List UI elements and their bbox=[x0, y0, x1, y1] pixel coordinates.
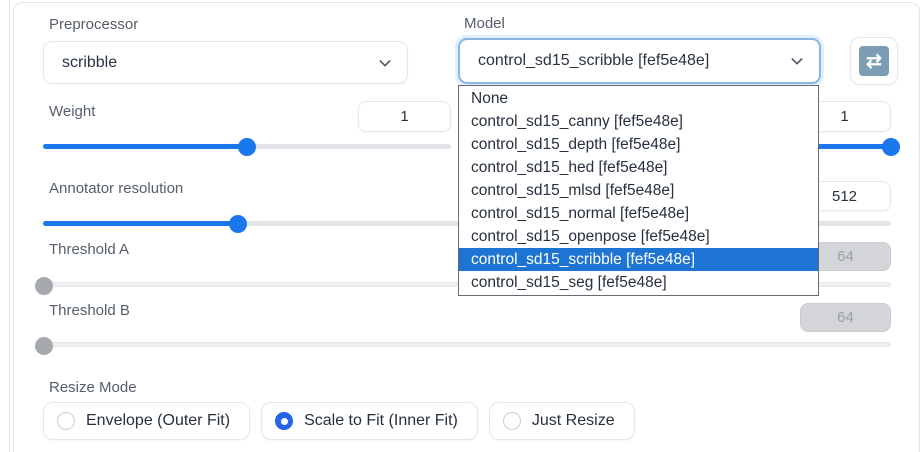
resize-mode-option-scale-to-fit[interactable]: Scale to Fit (Inner Fit) bbox=[261, 402, 478, 440]
refresh-icon: ⇄ bbox=[859, 46, 889, 76]
model-label: Model bbox=[464, 15, 505, 32]
resize-mode-options: Envelope (Outer Fit) Scale to Fit (Inner… bbox=[43, 402, 635, 440]
model-option-openpose[interactable]: control_sd15_openpose [fef5e48e] bbox=[471, 228, 710, 245]
model-option-seg[interactable]: control_sd15_seg [fef5e48e] bbox=[471, 274, 667, 291]
resize-mode-label: Resize Mode bbox=[49, 379, 137, 396]
controlnet-panel: Preprocessor scribble Model control_sd15… bbox=[13, 2, 920, 452]
radio-unchecked-icon bbox=[57, 412, 75, 430]
preprocessor-dropdown[interactable]: scribble bbox=[43, 41, 408, 84]
annotator-resolution-label: Annotator resolution bbox=[49, 180, 184, 197]
chevron-down-icon bbox=[791, 58, 803, 65]
weight-label: Weight bbox=[49, 103, 96, 120]
resize-mode-option-label: Envelope (Outer Fit) bbox=[86, 412, 231, 429]
weight-slider-handle[interactable] bbox=[238, 137, 256, 156]
model-option-mlsd[interactable]: control_sd15_mlsd [fef5e48e] bbox=[471, 182, 675, 199]
threshold-a-label: Threshold A bbox=[49, 241, 130, 258]
threshold-a-slider-handle bbox=[35, 276, 53, 295]
preprocessor-value: scribble bbox=[62, 53, 118, 71]
threshold-b-slider bbox=[35, 335, 891, 355]
model-options-menu: None control_sd15_canny [fef5e48e] contr… bbox=[458, 85, 819, 296]
threshold-b-slider-track bbox=[35, 336, 891, 355]
weight-value-input[interactable] bbox=[358, 101, 451, 132]
refresh-models-button[interactable]: ⇄ bbox=[850, 37, 898, 85]
model-dropdown[interactable]: control_sd15_scribble [fef5e48e] bbox=[458, 38, 821, 84]
annotator-resolution-slider-handle[interactable] bbox=[229, 214, 248, 233]
model-option-normal[interactable]: control_sd15_normal [fef5e48e] bbox=[471, 205, 690, 222]
resize-mode-option-envelope[interactable]: Envelope (Outer Fit) bbox=[43, 402, 251, 440]
threshold-b-slider-handle bbox=[35, 336, 53, 355]
model-option-scribble-selected[interactable]: control_sd15_scribble [fef5e48e] bbox=[459, 248, 818, 271]
resize-mode-option-label: Scale to Fit (Inner Fit) bbox=[304, 412, 458, 429]
model-option-canny[interactable]: control_sd15_canny [fef5e48e] bbox=[471, 113, 683, 130]
weight-slider-track bbox=[43, 137, 451, 156]
resize-mode-option-just-resize[interactable]: Just Resize bbox=[488, 402, 635, 440]
model-option-hed[interactable]: control_sd15_hed [fef5e48e] bbox=[471, 159, 668, 176]
resize-mode-option-label: Just Resize bbox=[531, 412, 615, 429]
model-value: control_sd15_scribble [fef5e48e] bbox=[478, 52, 710, 69]
weight-slider[interactable] bbox=[43, 137, 451, 156]
container-left-border bbox=[9, 0, 10, 452]
chevron-down-icon bbox=[379, 59, 391, 66]
model-option-none[interactable]: None bbox=[471, 90, 509, 107]
threshold-b-value-input bbox=[800, 303, 891, 332]
preprocessor-label: Preprocessor bbox=[49, 16, 139, 33]
radio-unchecked-icon bbox=[502, 412, 521, 430]
guidance-strength-slider-handle[interactable] bbox=[882, 137, 900, 156]
threshold-b-label: Threshold B bbox=[49, 302, 130, 319]
radio-checked-icon bbox=[275, 412, 294, 430]
model-option-depth[interactable]: control_sd15_depth [fef5e48e] bbox=[471, 136, 681, 153]
